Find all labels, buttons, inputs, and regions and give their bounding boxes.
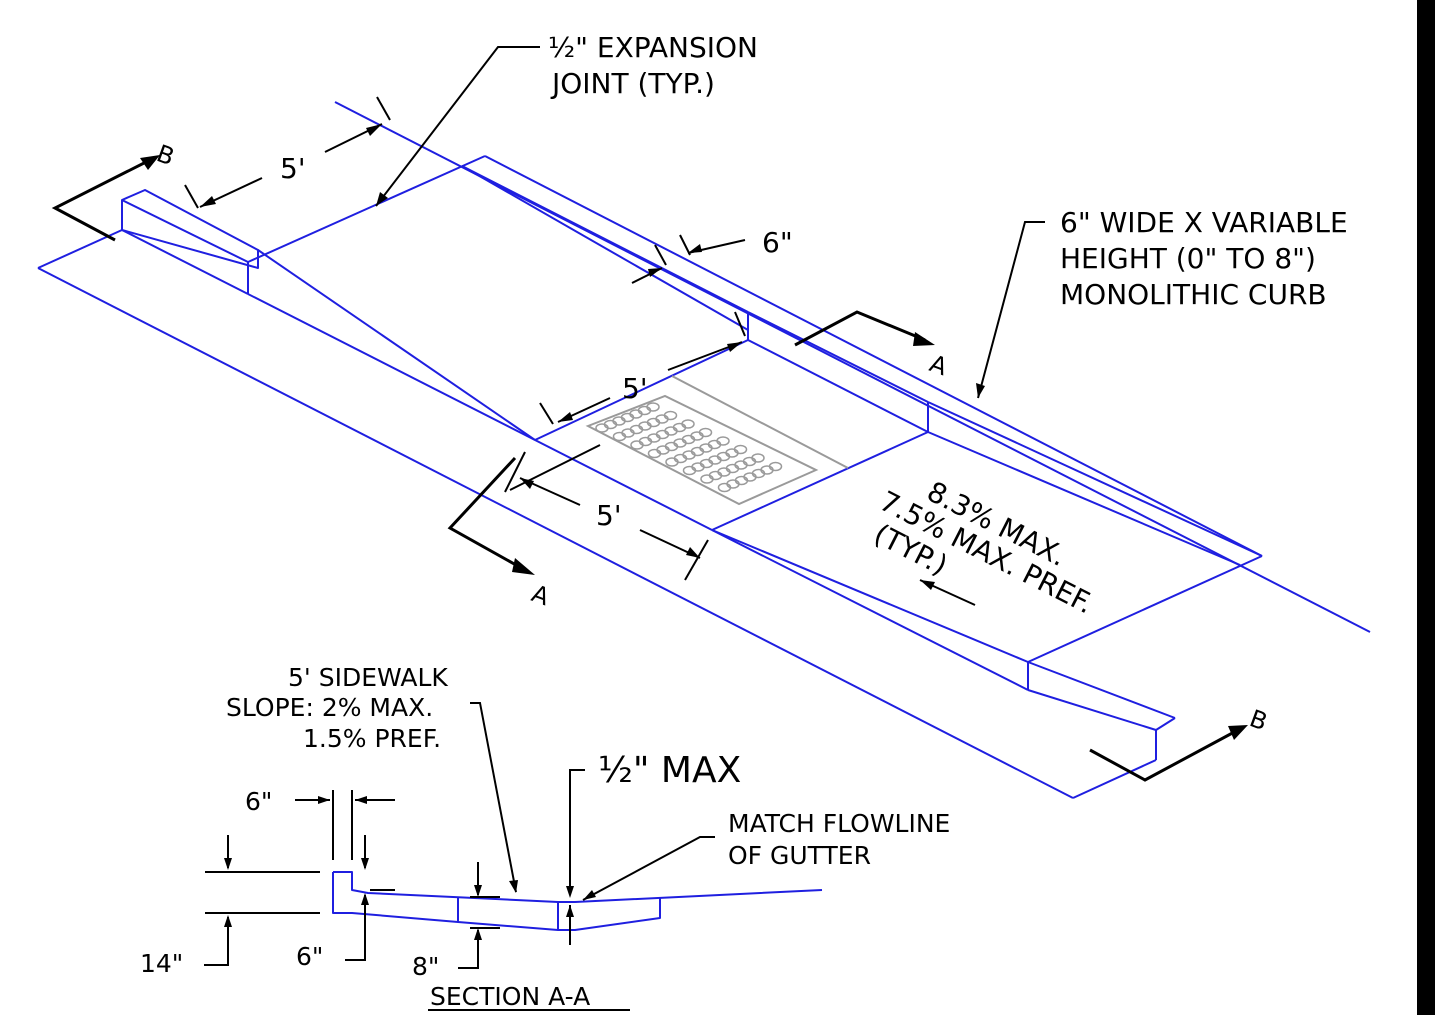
- section-b-right-label: B: [1246, 704, 1271, 736]
- detectable-warning-surface: [585, 375, 849, 506]
- annotation-text: ½" EXPANSION JOINT (TYP.) 6" WIDE X VARI…: [140, 31, 1348, 1011]
- truncated-dome: [663, 410, 678, 421]
- sidewalk-label-2: SLOPE: 2% MAX.: [226, 693, 433, 722]
- truncated-dome: [733, 444, 748, 455]
- curb-label-1: 6" WIDE X VARIABLE: [1060, 206, 1348, 239]
- curb-label-2: HEIGHT (0" TO 8"): [1060, 242, 1316, 275]
- dim-6in-b: 6": [296, 942, 323, 971]
- expansion-joint-label-2: JOINT (TYP.): [550, 67, 715, 100]
- section-title: SECTION A-A: [430, 982, 590, 1011]
- dim-8in: 8": [412, 952, 439, 981]
- truncated-dome: [768, 461, 783, 472]
- section-a-right-label: A: [926, 349, 952, 381]
- half-inch-max-label: ½" MAX: [598, 750, 741, 791]
- sidewalk-label-1: 5' SIDEWALK: [288, 663, 448, 692]
- truncated-dome: [646, 402, 660, 412]
- dim-14in: 14": [140, 949, 183, 978]
- dim-6in-top: 6": [762, 226, 793, 259]
- flowline-label-1: MATCH FLOWLINE: [728, 809, 950, 838]
- sidewalk-label-3: 1.5% PREF.: [303, 724, 441, 753]
- dim-6in-a: 6": [245, 787, 272, 816]
- section-a-left-label: A: [528, 579, 554, 611]
- right-border-bar: [1417, 0, 1435, 1015]
- truncated-dome: [698, 427, 713, 438]
- ramp-isometric-linework: [37, 101, 1371, 799]
- dim-5ft-low: 5': [596, 499, 622, 532]
- section-a-a-profile: [204, 702, 823, 1011]
- dimension-lines: [51, 46, 1248, 782]
- truncated-dome: [681, 419, 695, 429]
- truncated-dome: [751, 453, 765, 463]
- curb-label-3: MONOLITHIC CURB: [1060, 278, 1327, 311]
- dim-5ft-mid: 5': [622, 372, 648, 405]
- flowline-label-2: OF GUTTER: [728, 841, 871, 870]
- dim-5ft-top: 5': [280, 152, 306, 185]
- section-b-left-label: B: [153, 139, 178, 171]
- truncated-dome: [716, 436, 730, 446]
- expansion-joint-label-1: ½" EXPANSION: [548, 31, 758, 64]
